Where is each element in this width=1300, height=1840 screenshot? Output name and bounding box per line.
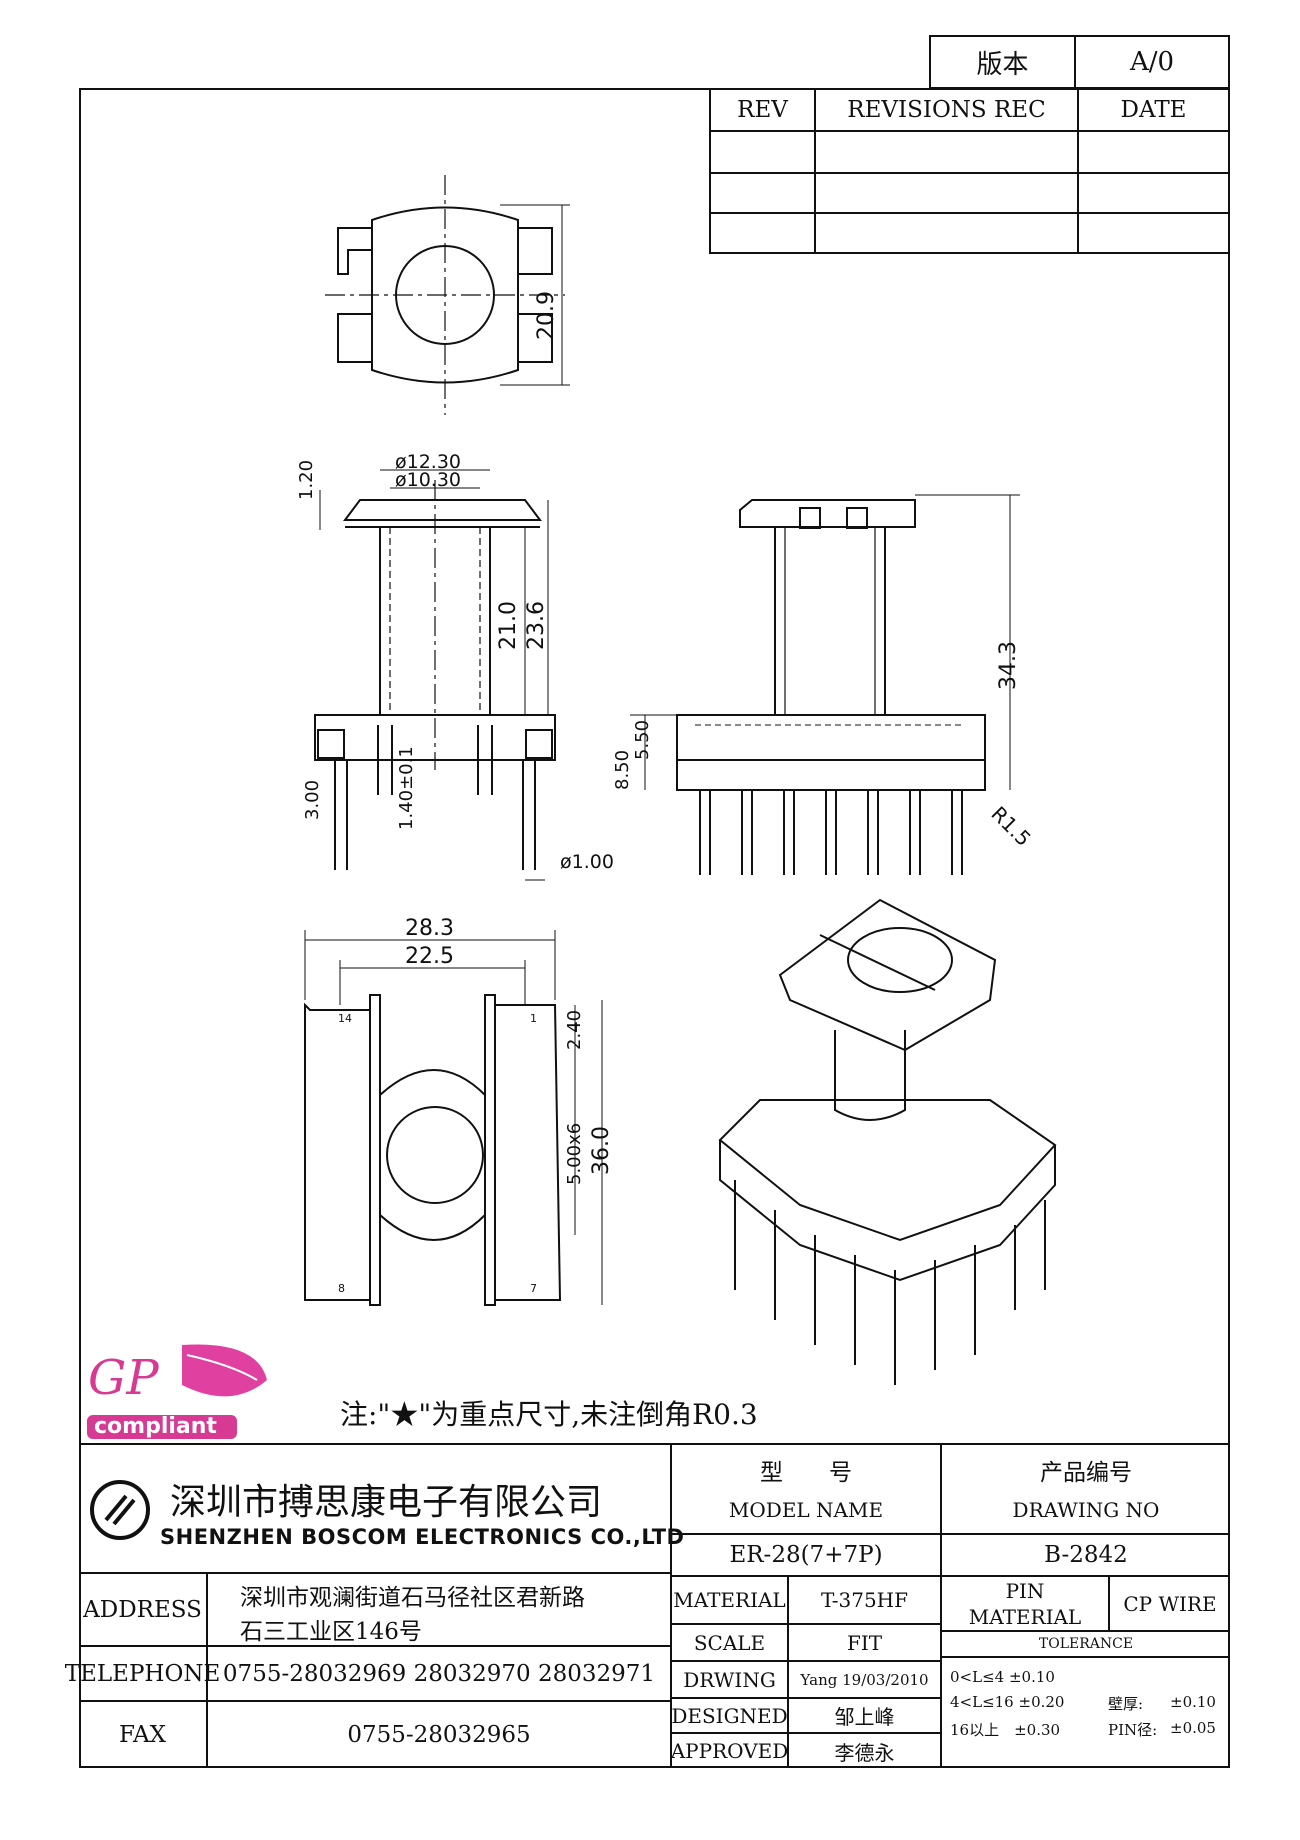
- dim-pin-pitch: 5.00x6: [564, 1123, 585, 1185]
- dim-slot-height: 5.50: [632, 720, 653, 760]
- dim-total-length: 36.0: [589, 1126, 614, 1175]
- scale-label: SCALE: [693, 1630, 766, 1655]
- technical-drawing: 20.9 1.20 ø12.30 ø10.30 21.0 23.6 1.40±0…: [296, 175, 1057, 1385]
- dim-winding-height: 21.0: [496, 601, 521, 650]
- fax-value: 0755-28032965: [347, 1722, 531, 1748]
- gp-text: GP: [88, 1350, 159, 1406]
- telephone-label: TELEPHONE: [64, 1660, 221, 1687]
- model-value: ER-28(7+7P): [729, 1542, 883, 1568]
- isometric-view: [718, 898, 1057, 1385]
- gp-compliant-logo: GP compliant: [82, 1340, 282, 1440]
- address-label: ADDRESS: [83, 1596, 202, 1623]
- fax-label: FAX: [119, 1722, 166, 1748]
- dim-radius: R1.5: [986, 802, 1035, 851]
- pin-dia-value: ±0.05: [1170, 1719, 1216, 1737]
- pin-dia-label: PIN径:: [1108, 1721, 1158, 1739]
- approved-value: 李德永: [834, 1740, 895, 1765]
- version-label: 版本: [931, 37, 1076, 87]
- dim-inner-dia: ø10.30: [395, 469, 461, 491]
- dim-pin-dia: ø1.00: [560, 851, 614, 873]
- version-value: A/0: [1129, 47, 1175, 77]
- dim-outer-dia: ø12.30: [395, 451, 461, 473]
- material-label: MATERIAL: [673, 1588, 786, 1612]
- revisions-rec-header: REVISIONS REC: [847, 97, 1046, 123]
- drawing-no-label-en: DRAWING NO: [1012, 1498, 1160, 1522]
- revision-table: REV REVISIONS REC DATE: [709, 88, 1230, 254]
- designed-value: 邹上峰: [834, 1705, 895, 1729]
- designed-label: DESIGNED: [671, 1703, 788, 1728]
- tolerance-1: 0<L≤4 ±0.10: [950, 1668, 1055, 1686]
- pin-number-8: 8: [338, 1282, 345, 1295]
- pin-number-14: 14: [338, 1012, 352, 1025]
- material-value: T-375HF: [820, 1588, 908, 1612]
- pin-material-label-1: PIN: [1005, 1579, 1045, 1603]
- date-header: DATE: [1120, 97, 1187, 123]
- drawing-label: DRWING: [683, 1667, 776, 1692]
- drawing-no-label-cn: 产品编号: [1040, 1460, 1132, 1486]
- dim-width-inner: 22.5: [405, 944, 454, 969]
- company-name-en: SHENZHEN BOSCOM ELECTRONICS CO.,LTD: [160, 1525, 685, 1549]
- scale-value: FIT: [846, 1630, 883, 1655]
- title-block: [79, 1443, 1230, 1770]
- company-logo-icon: [88, 1478, 152, 1546]
- dim-pin-length: 3.00: [302, 780, 323, 820]
- dim-flange-thickness: 1.20: [296, 460, 317, 500]
- address-line2: 石三工业区146号: [240, 1619, 422, 1645]
- telephone-value: 0755-28032969 28032970 28032971: [222, 1660, 656, 1687]
- wall-value: ±0.10: [1170, 1693, 1216, 1711]
- bottom-view: [304, 930, 603, 1306]
- dim-pin-offset: 2.40: [564, 1010, 585, 1050]
- tolerance-label: TOLERANCE: [1038, 1636, 1134, 1652]
- dim-width-outer: 28.3: [405, 916, 454, 941]
- leaf-icon: [87, 1344, 267, 1439]
- drawing-frame: [79, 88, 1230, 1768]
- dim-body-height: 23.6: [524, 601, 549, 650]
- model-label-en: MODEL NAME: [728, 1498, 884, 1522]
- company-name-cn: 深圳市搏思康电子有限公司: [170, 1482, 603, 1523]
- pin-number-1: 1: [530, 1012, 537, 1025]
- pin-material-label-2: MATERIAL: [968, 1605, 1082, 1629]
- wall-label: 壁厚:: [1108, 1695, 1144, 1713]
- pin-material-value: CP WIRE: [1123, 1591, 1217, 1616]
- drawing-value: Yang 19/03/2010: [800, 1670, 929, 1689]
- dim-total-height: 34.3: [996, 641, 1021, 690]
- tolerance-3: 16以上 ±0.30: [950, 1721, 1061, 1739]
- rev-header: REV: [737, 97, 788, 123]
- dim-top-height: 20.9: [534, 291, 559, 340]
- pin-number-7: 7: [530, 1282, 537, 1295]
- address-line1: 深圳市观澜街道石马径社区君新路: [240, 1585, 585, 1611]
- approved-label: APPROVED: [670, 1739, 789, 1763]
- side-view: [630, 494, 1020, 875]
- drawing-no-value: B-2842: [1044, 1542, 1128, 1568]
- dim-base-height: 8.50: [612, 750, 633, 790]
- tolerance-2: 4<L≤16 ±0.20: [950, 1693, 1065, 1711]
- drawing-note: 注:"★"为重点尺寸,未注倒角R0.3: [340, 1398, 758, 1431]
- compliant-text: compliant: [94, 1414, 217, 1439]
- model-label-cn: 型 号: [760, 1460, 852, 1486]
- top-view: [325, 175, 570, 415]
- dim-base-thickness: 1.40±0.1: [396, 746, 417, 830]
- front-view: [314, 469, 556, 881]
